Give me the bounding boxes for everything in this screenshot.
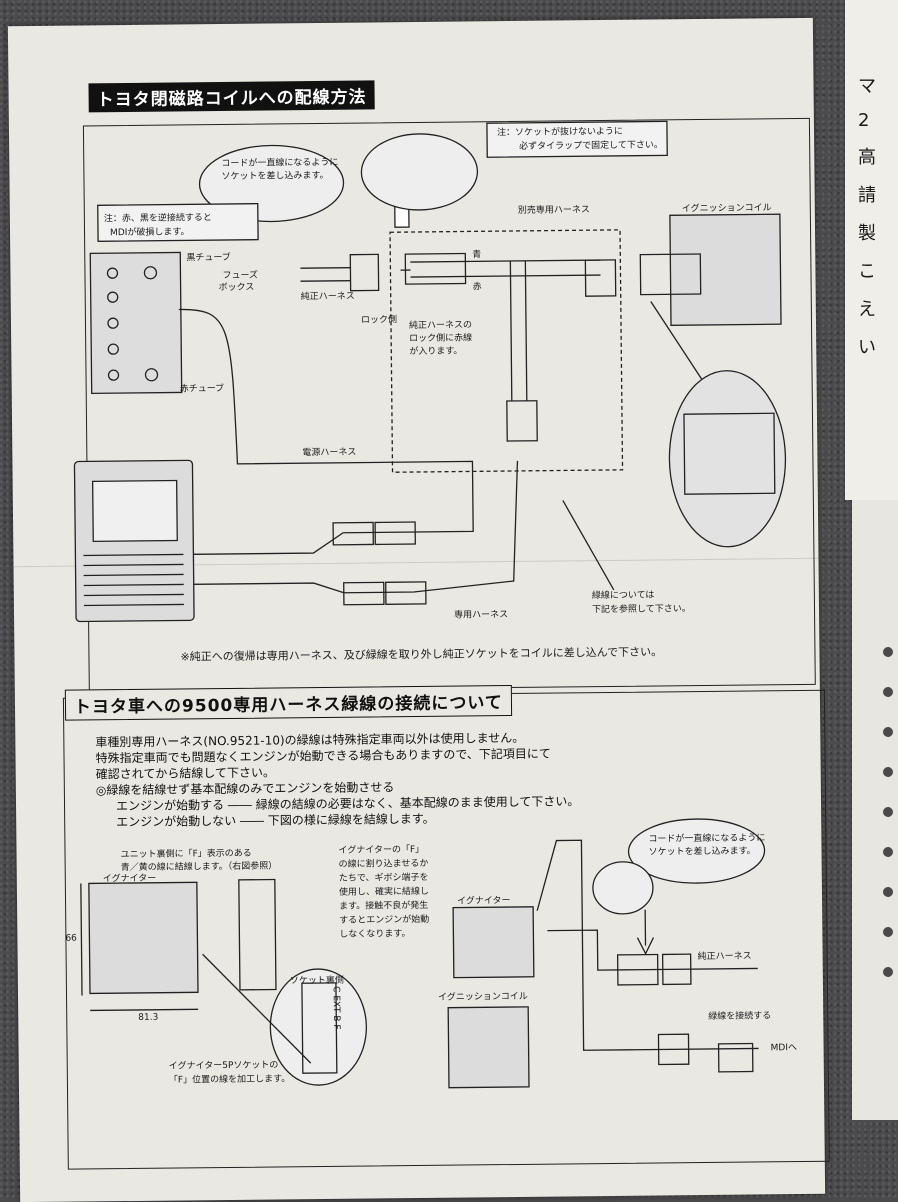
genuine-harness-label: 純正ハーネス: [300, 291, 355, 303]
ignition-coil2-label: イグニッションコイル: [438, 991, 528, 1003]
red-wire-label: 赤: [472, 282, 482, 293]
f-note-line1: イグナイターの「F」: [338, 844, 425, 856]
dimension-width: 81.3: [138, 1012, 159, 1023]
igniter-label: イグナイター: [102, 873, 157, 885]
to-mdi-label: MDIへ: [770, 1043, 798, 1054]
section2-title: トヨタ車への9500専用ハーネス緑線の接続について: [64, 685, 512, 721]
red-tube-label: 赤チューブ: [179, 384, 225, 395]
igniter-5p-line1: イグナイター5Pソケットの: [168, 1060, 279, 1072]
reverse-note-line1: 注：赤、黒を逆接続すると: [103, 213, 212, 225]
reverse-note-line2: MDIが破損します。: [109, 227, 190, 239]
cord-note2-line1: コードが一直線になるように: [648, 833, 766, 845]
cord-note2-line2: ソケットを差し込みます。: [648, 846, 756, 858]
instruction-sheet: トヨタ閉磁路コイルへの配線方法: [7, 17, 830, 1202]
genuine-harness2-label: 純正ハーネス: [697, 951, 752, 963]
ignition-coil-label: イグニッションコイル: [681, 203, 772, 215]
side-sheet-text: マ 2 高 請 製 こ え い: [858, 60, 898, 371]
socket-note-line1: 注：ソケットが抜けないように: [496, 126, 623, 139]
green-note-line2: 下記を参照して下さい。: [591, 604, 691, 616]
side-char-3: 高: [858, 147, 876, 168]
genuine-lock-line3: が入ります。: [409, 346, 463, 358]
body-line-6: エンジンが始動しない ―― 下図の様に緑線を結線します。: [116, 811, 435, 830]
cord-note-line1: コードが一直線になるように: [221, 157, 339, 170]
f-note-line4: 使用し、確実に結線し: [338, 886, 430, 898]
green-note-line1: 緑線については: [591, 590, 655, 602]
separate-harness-label: 別売専用ハーネス: [517, 205, 590, 216]
power-harness-label: 電源ハーネス: [302, 447, 357, 459]
genuine-lock-line2: ロック側に赤線: [409, 333, 473, 345]
side-char-1: マ: [858, 76, 876, 97]
connect-green-label: 緑線を接続する: [708, 1011, 772, 1022]
socket-note-line2: 必ずタイラップで固定して下さい。: [519, 140, 663, 152]
f-note-line2: の線に割り込ませるか: [338, 858, 429, 870]
binder-holes-icon: [883, 647, 893, 977]
genuine-lock-line1: 純正ハーネスの: [408, 320, 473, 332]
side-char-6: こ: [858, 261, 876, 282]
side-char-4: 請: [858, 185, 876, 206]
f-note-line3: たちで、ギボシ端子を: [338, 872, 429, 884]
side-sheet-top: [845, 0, 898, 500]
igniter-5p-line2: 「F」位置の線を加工します。: [168, 1074, 291, 1086]
socket-back-label: ソケット裏側: [289, 975, 344, 987]
black-tube-label: 黒チューブ: [186, 252, 231, 264]
fuse-box-label2: ボックス: [218, 282, 255, 294]
side-char-2: 2: [858, 110, 870, 131]
side-char-5: 製: [858, 223, 876, 244]
lock-side-label: ロック側: [360, 315, 398, 326]
igniter2-label: イグナイター: [457, 896, 511, 907]
socket-pins-label: C EXT B F: [330, 986, 342, 1030]
dedicated-harness-label: 専用ハーネス: [454, 610, 509, 621]
side-char-7: え: [858, 299, 876, 320]
blue-wire-label: 青: [472, 250, 482, 261]
f-note-line6: するとエンジンが始動: [339, 914, 430, 926]
cord-note-line2: ソケットを差し込みます。: [221, 170, 329, 183]
dimension-height: 66: [65, 933, 77, 944]
side-char-8: い: [858, 337, 876, 358]
f-note-line5: ます。接触不良が発生: [339, 900, 429, 912]
wiring-diagram-lines: [73, 120, 787, 1089]
f-note-line7: しなくなります。: [339, 929, 411, 940]
